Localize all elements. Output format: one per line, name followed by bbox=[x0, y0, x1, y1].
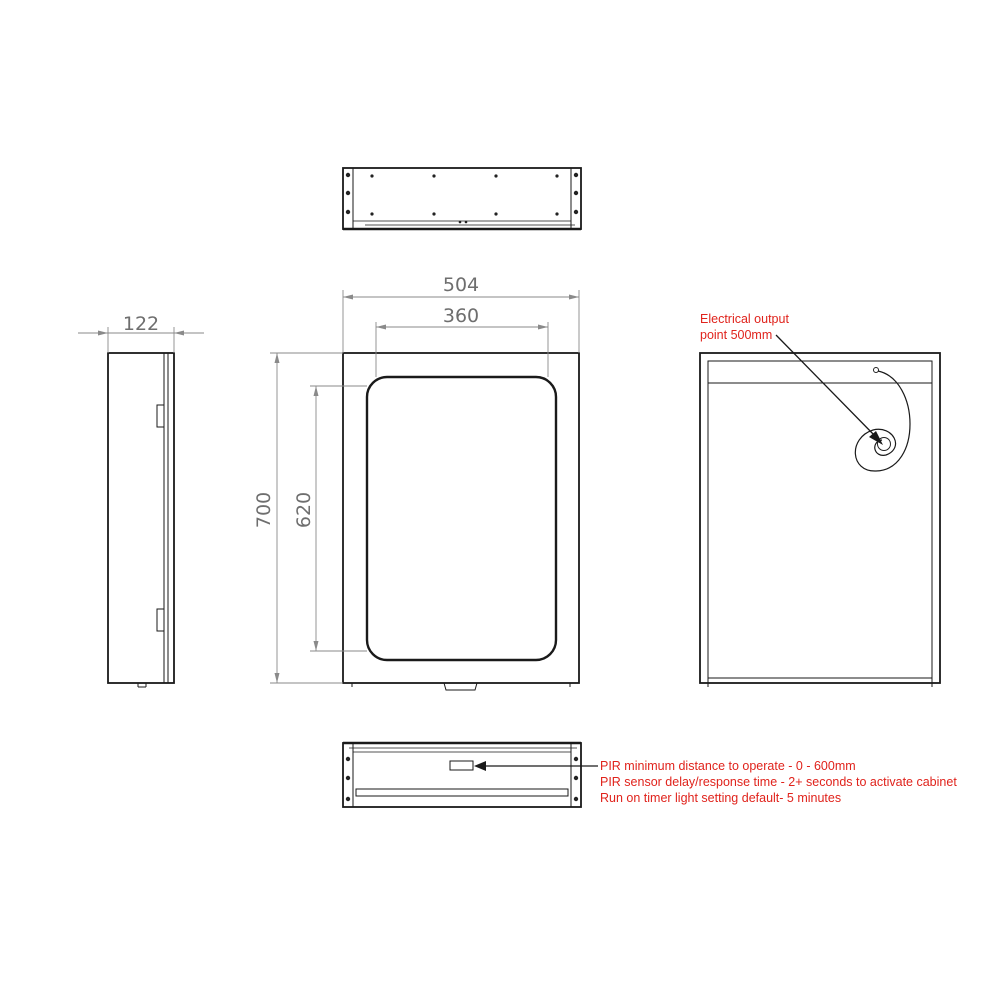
top-view bbox=[342, 167, 582, 231]
pir-sensor-annotation: PIR minimum distance to operate - 0 - 60… bbox=[474, 759, 957, 805]
electrical-note-line2: point 500mm bbox=[700, 328, 772, 342]
dimension-overall-height: 700 bbox=[253, 352, 343, 684]
electrical-output-annotation: Electrical output point 500mm bbox=[700, 312, 883, 445]
dimension-glass-height: 620 bbox=[293, 385, 367, 652]
dimension-glass-width: 360 bbox=[375, 305, 549, 377]
dimension-depth: 122 bbox=[78, 313, 204, 353]
dimension-overall-width: 504 bbox=[342, 274, 580, 353]
overall-height-label: 700 bbox=[253, 492, 275, 528]
depth-label: 122 bbox=[123, 313, 159, 335]
pir-note-line1: PIR minimum distance to operate - 0 - 60… bbox=[600, 759, 856, 773]
glass-width-label: 360 bbox=[443, 305, 479, 327]
pir-note-line3: Run on timer light setting default- 5 mi… bbox=[600, 791, 841, 805]
overall-width-label: 504 bbox=[443, 274, 479, 296]
back-view bbox=[699, 352, 941, 687]
pir-note-line2: PIR sensor delay/response time - 2+ seco… bbox=[600, 775, 957, 789]
front-view bbox=[342, 352, 580, 691]
glass-height-label: 620 bbox=[293, 492, 315, 528]
bottom-view bbox=[342, 741, 582, 808]
electrical-note-line1: Electrical output bbox=[700, 312, 789, 326]
side-view bbox=[107, 352, 175, 688]
